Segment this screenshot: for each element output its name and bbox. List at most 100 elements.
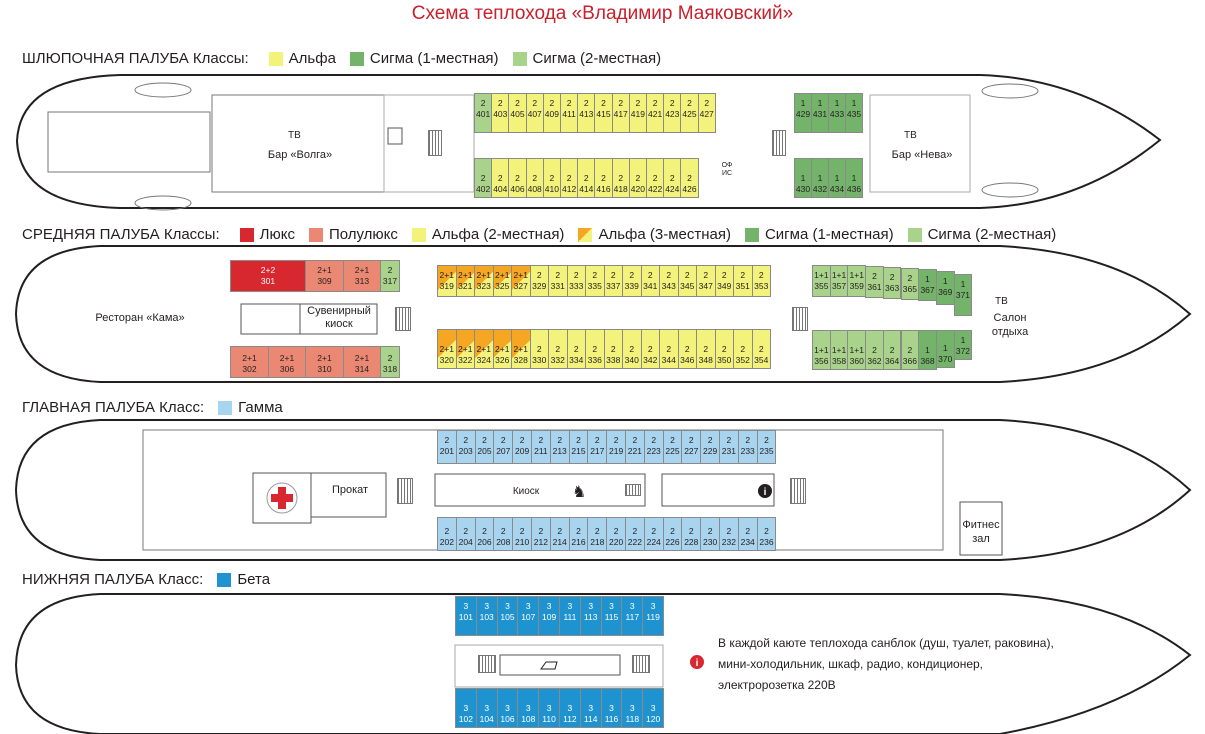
cabin-407[interactable]: 2407 bbox=[525, 93, 544, 133]
cabin-114[interactable]: 3114 bbox=[579, 688, 602, 728]
cabin-365[interactable]: 2365 bbox=[900, 268, 920, 300]
cabin-415[interactable]: 2415 bbox=[594, 93, 613, 133]
cabin-354[interactable]: 2354 bbox=[751, 329, 771, 369]
cabin-230[interactable]: 2230 bbox=[700, 517, 720, 551]
cabin-426[interactable]: 2426 bbox=[680, 158, 699, 198]
cabin-224[interactable]: 2224 bbox=[643, 517, 664, 551]
cabin-425[interactable]: 2425 bbox=[680, 93, 699, 133]
cabin-117[interactable]: 3117 bbox=[621, 596, 644, 636]
cabin-103[interactable]: 3103 bbox=[475, 596, 498, 636]
cabin-102[interactable]: 3102 bbox=[455, 688, 477, 728]
cabin-116[interactable]: 3116 bbox=[600, 688, 623, 728]
cabin-234[interactable]: 2234 bbox=[737, 517, 758, 551]
cabin-215[interactable]: 2215 bbox=[568, 430, 589, 464]
cabin-226[interactable]: 2226 bbox=[662, 517, 683, 551]
cabin-104[interactable]: 3104 bbox=[475, 688, 498, 728]
cabin-233[interactable]: 2233 bbox=[737, 430, 758, 464]
cabin-435[interactable]: 1435 bbox=[845, 93, 863, 133]
cabin-213[interactable]: 2213 bbox=[549, 430, 570, 464]
cabin-363[interactable]: 2363 bbox=[882, 267, 902, 299]
cabin-219[interactable]: 2219 bbox=[606, 430, 626, 464]
cabin-214[interactable]: 2214 bbox=[549, 517, 570, 551]
cabin-222[interactable]: 2222 bbox=[625, 517, 645, 551]
cabin-337[interactable]: 2337 bbox=[603, 265, 623, 297]
cabin-310[interactable]: 2+1310 bbox=[305, 346, 344, 378]
cabin-339[interactable]: 2339 bbox=[622, 265, 642, 297]
cabin-403[interactable]: 2403 bbox=[491, 93, 510, 133]
cabin-410[interactable]: 2410 bbox=[542, 158, 561, 198]
cabin-364[interactable]: 2364 bbox=[882, 330, 902, 370]
cabin-110[interactable]: 3110 bbox=[538, 688, 560, 728]
cabin-210[interactable]: 2210 bbox=[512, 517, 532, 551]
cabin-325[interactable]: 2+1325 bbox=[492, 265, 512, 297]
cabin-216[interactable]: 2216 bbox=[568, 517, 589, 551]
cabin-371[interactable]: 1371 bbox=[953, 274, 973, 316]
cabin-341[interactable]: 2341 bbox=[640, 265, 660, 297]
cabin-309[interactable]: 2+1309 bbox=[305, 260, 344, 292]
cabin-417[interactable]: 2417 bbox=[611, 93, 630, 133]
cabin-404[interactable]: 2404 bbox=[491, 158, 510, 198]
cabin-361[interactable]: 2361 bbox=[865, 266, 884, 298]
cabin-340[interactable]: 2340 bbox=[622, 329, 642, 369]
cabin-209[interactable]: 2209 bbox=[512, 430, 532, 464]
cabin-355[interactable]: 1+1355 bbox=[812, 265, 831, 297]
cabin-225[interactable]: 2225 bbox=[662, 430, 683, 464]
cabin-314[interactable]: 2+1314 bbox=[343, 346, 381, 378]
cabin-109[interactable]: 3109 bbox=[538, 596, 560, 636]
cabin-420[interactable]: 2420 bbox=[628, 158, 647, 198]
cabin-118[interactable]: 3118 bbox=[621, 688, 644, 728]
cabin-362[interactable]: 2362 bbox=[865, 330, 884, 370]
cabin-108[interactable]: 3108 bbox=[517, 688, 540, 728]
cabin-401[interactable]: 2401 bbox=[474, 93, 493, 133]
cabin-221[interactable]: 2221 bbox=[625, 430, 645, 464]
cabin-416[interactable]: 2416 bbox=[594, 158, 613, 198]
cabin-348[interactable]: 2348 bbox=[696, 329, 716, 369]
cabin-323[interactable]: 2+1323 bbox=[474, 265, 494, 297]
cabin-406[interactable]: 2406 bbox=[508, 158, 527, 198]
cabin-112[interactable]: 3112 bbox=[559, 688, 581, 728]
cabin-318[interactable]: 2318 bbox=[380, 346, 400, 378]
cabin-223[interactable]: 2223 bbox=[643, 430, 664, 464]
cabin-320[interactable]: 2+1320 bbox=[437, 329, 457, 369]
cabin-327[interactable]: 2+1327 bbox=[511, 265, 531, 297]
cabin-408[interactable]: 2408 bbox=[525, 158, 544, 198]
cabin-346[interactable]: 2346 bbox=[677, 329, 697, 369]
cabin-332[interactable]: 2332 bbox=[548, 329, 568, 369]
cabin-301[interactable]: 2+2301 bbox=[230, 260, 306, 292]
cabin-336[interactable]: 2336 bbox=[585, 329, 605, 369]
cabin-423[interactable]: 2423 bbox=[663, 93, 682, 133]
cabin-347[interactable]: 2347 bbox=[696, 265, 716, 297]
cabin-335[interactable]: 2335 bbox=[585, 265, 605, 297]
cabin-105[interactable]: 3105 bbox=[496, 596, 519, 636]
cabin-205[interactable]: 2205 bbox=[474, 430, 495, 464]
cabin-231[interactable]: 2231 bbox=[719, 430, 739, 464]
cabin-324[interactable]: 2+1324 bbox=[474, 329, 494, 369]
cabin-204[interactable]: 2204 bbox=[455, 517, 476, 551]
cabin-201[interactable]: 2201 bbox=[437, 430, 457, 464]
cabin-330[interactable]: 2330 bbox=[529, 329, 549, 369]
cabin-368[interactable]: 1368 bbox=[918, 330, 937, 370]
cabin-334[interactable]: 2334 bbox=[566, 329, 586, 369]
cabin-212[interactable]: 2212 bbox=[531, 517, 551, 551]
cabin-207[interactable]: 2207 bbox=[493, 430, 514, 464]
cabin-338[interactable]: 2338 bbox=[603, 329, 623, 369]
cabin-358[interactable]: 1+1358 bbox=[829, 330, 849, 370]
cabin-235[interactable]: 2235 bbox=[756, 430, 777, 464]
cabin-433[interactable]: 1433 bbox=[828, 93, 846, 133]
cabin-111[interactable]: 3111 bbox=[559, 596, 581, 636]
cabin-345[interactable]: 2345 bbox=[677, 265, 697, 297]
cabin-106[interactable]: 3106 bbox=[496, 688, 519, 728]
cabin-411[interactable]: 2411 bbox=[560, 93, 579, 133]
cabin-203[interactable]: 2203 bbox=[455, 430, 476, 464]
cabin-302[interactable]: 2+1302 bbox=[230, 346, 269, 378]
cabin-329[interactable]: 2329 bbox=[529, 265, 549, 297]
cabin-409[interactable]: 2409 bbox=[542, 93, 561, 133]
cabin-424[interactable]: 2424 bbox=[663, 158, 682, 198]
cabin-422[interactable]: 2422 bbox=[646, 158, 665, 198]
cabin-227[interactable]: 2227 bbox=[681, 430, 702, 464]
cabin-432[interactable]: 1432 bbox=[811, 158, 829, 198]
cabin-319[interactable]: 2+1319 bbox=[437, 265, 457, 297]
cabin-434[interactable]: 1434 bbox=[828, 158, 846, 198]
cabin-211[interactable]: 2211 bbox=[531, 430, 551, 464]
cabin-356[interactable]: 1+1356 bbox=[812, 330, 831, 370]
